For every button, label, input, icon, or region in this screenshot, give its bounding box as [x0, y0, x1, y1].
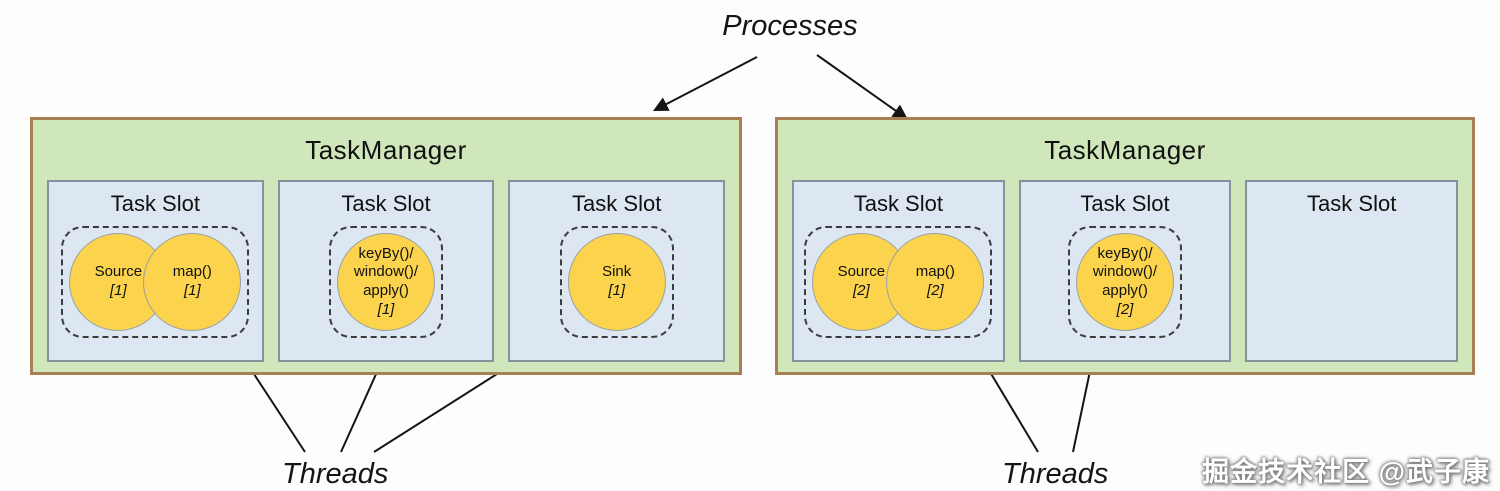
- task-index: [1]: [377, 300, 395, 318]
- task-name: Source: [94, 263, 143, 281]
- task-index: [2]: [926, 282, 944, 299]
- task-slot-label: Task Slot: [1080, 191, 1170, 216]
- thread-dashed-box: keyBy()/ window()/ apply() [2]: [1068, 226, 1182, 338]
- arrow-processes-to-left-taskmanager: [653, 56, 758, 112]
- task-index: [2]: [852, 282, 870, 299]
- thread-dashed-box: Sink [1]: [559, 226, 674, 338]
- task-name: map(): [915, 263, 955, 281]
- task-slot-label: Task Slot: [341, 191, 431, 216]
- task-slot-label: Task Slot: [110, 191, 200, 216]
- taskmanager-2-slots: Task Slot Source [2] map() [2] Task Slot: [778, 180, 1472, 362]
- taskmanager-1-slots: Task Slot Source [1] map() [1] Task Slot: [33, 180, 739, 362]
- task-index: [2]: [1116, 300, 1134, 318]
- task-slot: Task Slot Sink [1]: [508, 180, 726, 362]
- thread-dashed-box: Source [1] map() [1]: [61, 226, 250, 338]
- processes-label: Processes: [722, 10, 858, 42]
- task-name: keyBy()/ window()/ apply(): [353, 244, 419, 300]
- task-slot-label: Task Slot: [1307, 191, 1397, 216]
- threads-label-left: Threads: [282, 458, 389, 490]
- task-name: Sink: [602, 263, 632, 281]
- watermark-text: 掘金技术社区 @武子康: [1202, 457, 1490, 487]
- task-circle-keyby-1: keyBy()/ window()/ apply() [1]: [337, 233, 435, 331]
- thread-dashed-box: keyBy()/ window()/ apply() [1]: [329, 226, 443, 338]
- task-slot: Task Slot Source [1] map() [1]: [47, 180, 264, 362]
- taskmanager-1-title: TaskManager: [305, 134, 467, 165]
- thread-dashed-box: Source [2] map() [2]: [804, 226, 993, 338]
- task-slot: Task Slot keyBy()/ window()/ apply() [1]: [277, 180, 495, 362]
- taskmanager-1: TaskManager Task Slot Source [1] map() […: [30, 117, 742, 375]
- task-index: [1]: [183, 282, 201, 299]
- task-name: keyBy()/ window()/ apply(): [1092, 244, 1158, 300]
- taskmanager-2: TaskManager Task Slot Source [2] map() […: [775, 117, 1475, 375]
- task-circle-keyby-2: keyBy()/ window()/ apply() [2]: [1076, 233, 1174, 331]
- arrow-processes-to-right-taskmanager: [816, 54, 908, 120]
- task-slot-label: Task Slot: [572, 191, 662, 216]
- task-circle-map-1: map() [1]: [143, 233, 242, 331]
- task-circle-source-1: Source [1]: [69, 233, 168, 331]
- task-index: [1]: [608, 282, 626, 299]
- taskmanager-2-title: TaskManager: [1044, 134, 1206, 165]
- threads-label-right: Threads: [1002, 458, 1109, 490]
- task-index: [1]: [109, 282, 127, 299]
- task-circle-sink-1: Sink [1]: [567, 233, 666, 331]
- task-slot: Task Slot keyBy()/ window()/ apply() [2]: [1018, 180, 1232, 362]
- task-name: Source: [837, 263, 886, 281]
- task-slot: Task Slot Source [2] map() [2]: [792, 180, 1005, 362]
- task-slot-empty: Task Slot: [1245, 180, 1459, 362]
- task-circle-source-2: Source [2]: [812, 233, 911, 331]
- task-slot-label: Task Slot: [853, 191, 943, 216]
- task-circle-map-2: map() [2]: [886, 233, 985, 331]
- task-name: map(): [172, 263, 212, 281]
